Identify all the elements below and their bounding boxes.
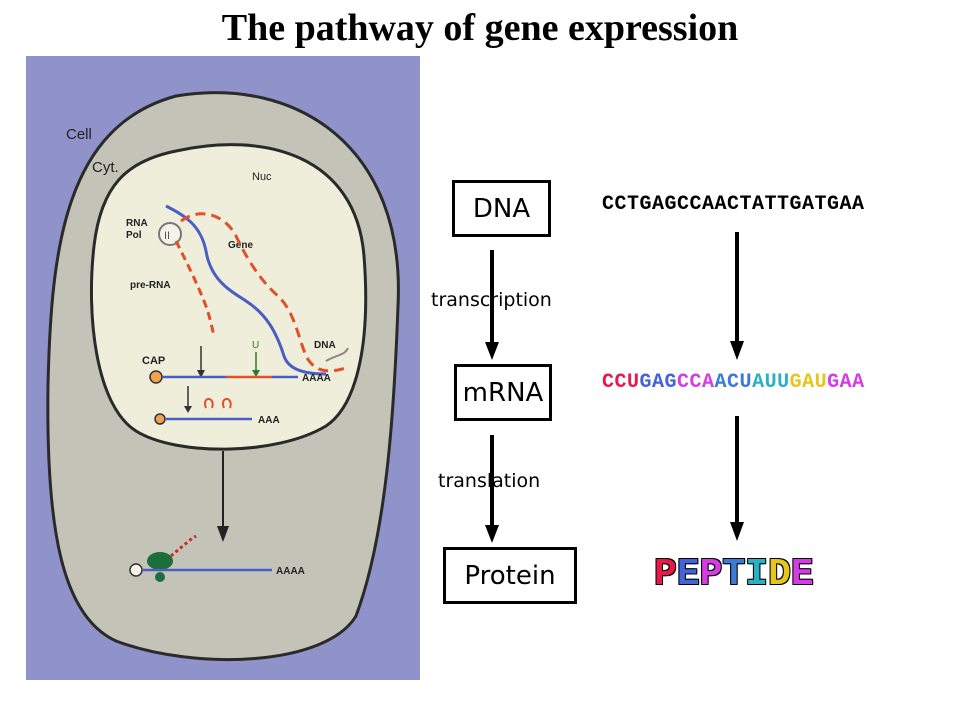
pol-ii-numeral: II — [164, 230, 170, 242]
dna-helix-label: DNA — [314, 340, 336, 351]
mrna-codon: CCU — [602, 371, 640, 394]
ribosome-small-subunit — [155, 572, 165, 582]
intron-loops — [203, 398, 232, 409]
poly-a-label-3: AAAA — [276, 566, 305, 577]
peptide-letter: E — [790, 553, 814, 596]
protein-box: Protein — [443, 547, 577, 604]
pre-rna-strand — [174, 240, 216, 337]
peptide-letter: T — [722, 553, 746, 596]
peptide-letter: E — [676, 553, 700, 596]
mrna-codon: CCA — [677, 371, 715, 394]
peptide-letter: I — [745, 553, 769, 596]
mrna-codon: GAU — [789, 371, 828, 394]
peptide-sequence: PEPTIDE — [654, 553, 814, 596]
mrna-codon: ACU — [714, 371, 753, 394]
dna-sequence: CCTGAGCCAACTATTGATGAA — [602, 193, 865, 216]
mrna-box-label: mRNA — [462, 377, 544, 408]
rna-pol-label-line1: RNA — [126, 218, 148, 229]
gene-label: Gene — [228, 240, 253, 251]
protein-box-label: Protein — [464, 560, 556, 591]
processing-arrow-3-head — [184, 406, 192, 413]
mrna-box: mRNA — [454, 364, 552, 421]
dna-strand-red — [180, 212, 347, 373]
mrna-sequence: CCUGAGCCAACUAUUGAUGAA — [602, 371, 865, 394]
processing-arrow-2-head — [252, 370, 260, 377]
dna-to-mrna-sequence-arrow-head — [730, 341, 744, 360]
cap-label: CAP — [142, 355, 165, 367]
slide-title: The pathway of gene expression — [221, 7, 739, 49]
cytoplasm-label: Cyt. — [92, 159, 119, 176]
mrna-codon: GAA — [827, 371, 865, 394]
mrna-codon: GAG — [639, 371, 678, 394]
peptide-letter: P — [654, 553, 677, 596]
u-label: U — [252, 340, 259, 351]
mrna-codon: AUU — [752, 371, 790, 394]
pre-rna-label: pre-RNA — [130, 280, 171, 291]
cell-label: Cell — [66, 126, 92, 143]
translation-label: translation — [438, 470, 541, 492]
dna-box-label: DNA — [472, 193, 531, 224]
peptide-letter: D — [768, 553, 791, 596]
processing-arrow-1-head — [197, 370, 205, 378]
dna-box: DNA — [452, 180, 551, 237]
poly-a-label-2: AAA — [258, 415, 280, 426]
rna-pol-ii-icon — [158, 222, 182, 246]
ribosome-large-subunit — [147, 552, 173, 570]
nucleus-label: Nuc — [252, 171, 272, 183]
cell-diagram-photo: Cell Cyt. Nuc RNA Pol Gene pre-RNA DNA I… — [26, 56, 420, 680]
transcription-arrow-head — [485, 342, 499, 360]
mrna-to-peptide-arrow-head — [730, 522, 744, 541]
poly-a-label-1: AAAA — [302, 373, 331, 384]
dna-strand-blue — [165, 204, 327, 376]
export-arrow-head — [217, 526, 229, 542]
nascent-peptide — [170, 534, 197, 558]
translation-arrow-head — [485, 525, 499, 543]
peptide-letter: P — [699, 553, 723, 596]
rna-pol-label-line2: Pol — [126, 230, 142, 241]
dna-tail-squiggle — [325, 347, 349, 362]
